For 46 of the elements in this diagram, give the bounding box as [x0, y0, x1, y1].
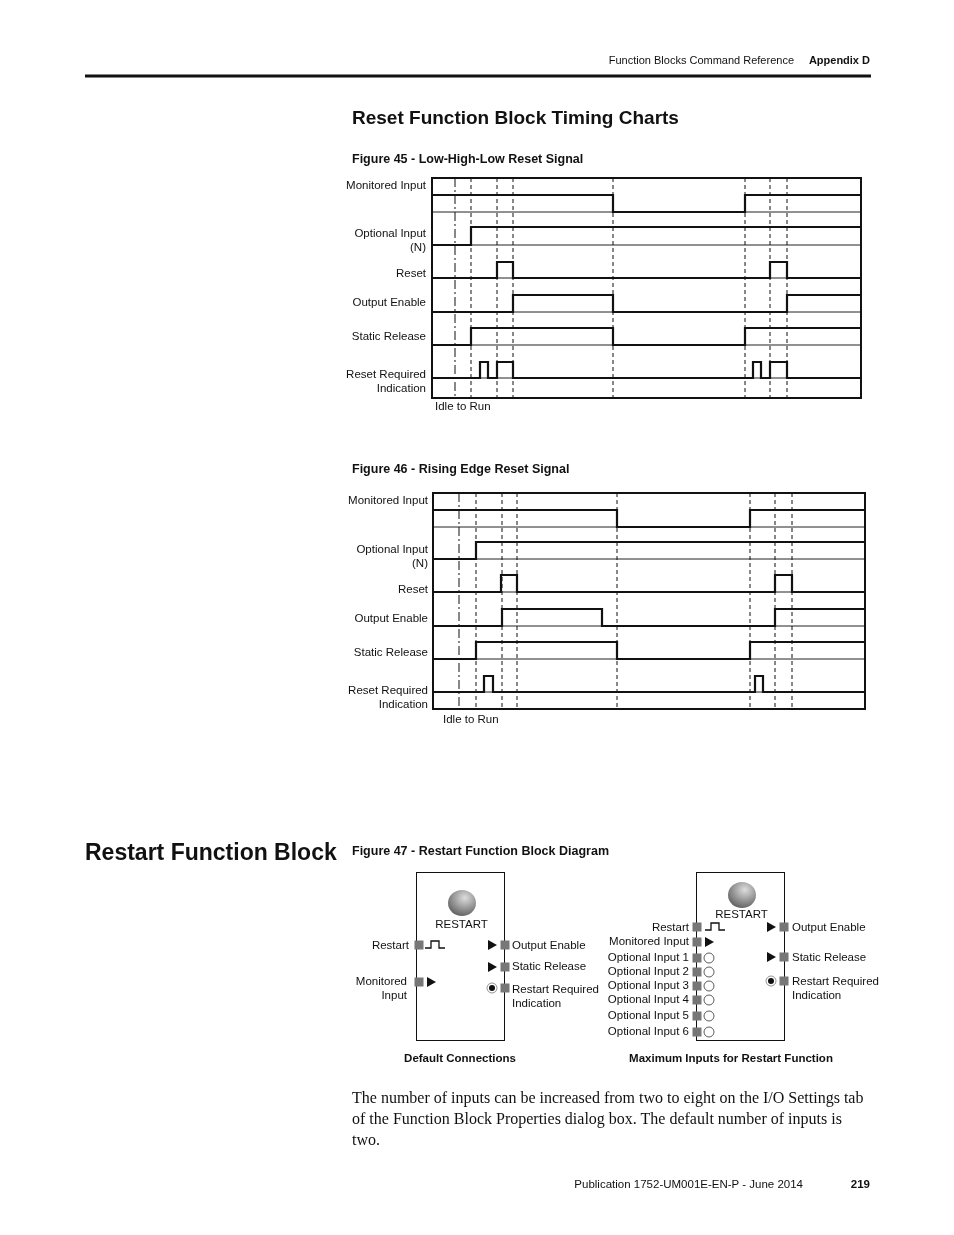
signal-label: Monitored Input: [346, 178, 426, 192]
running-header: Function Blocks Command Reference: [608, 52, 794, 68]
page-footer: Publication 1752-UM001E-EN-P - June 2014: [574, 1176, 803, 1192]
port-label: Static Release: [512, 959, 587, 973]
figure-caption: Maximum Inputs for Restart Function: [629, 1051, 833, 1065]
port-label: Optional Input 5: [607, 1008, 689, 1022]
signal-label: Static Release: [351, 329, 426, 343]
signal-label: Reset Required Indication: [347, 683, 428, 711]
port-label: Optional Input 3: [607, 978, 689, 992]
axis-note: Idle to Run: [443, 712, 499, 726]
port-label: Monitored Input: [609, 934, 689, 948]
signal-label: Optional Input (N): [353, 226, 426, 254]
port-label: Optional Input 4: [607, 992, 689, 1006]
signal-label: Reset Required Indication: [345, 367, 426, 395]
signal-label: Reset: [395, 266, 426, 280]
port-label: Restart Required Indication: [792, 974, 880, 1002]
body-paragraph: The number of inputs can be increased from two to eight on the I/O Settings tab of the Function Block Properties dialog box. The default number of inputs is two.: [352, 1087, 865, 1150]
page-number: 219: [850, 1176, 870, 1192]
signal-label: Monitored Input: [348, 493, 428, 507]
port-label: Output Enable: [512, 938, 586, 952]
axis-note: Idle to Run: [435, 399, 491, 413]
port-label: Restart Required Indication: [512, 982, 600, 1010]
port-label: Static Release: [792, 950, 867, 964]
port-label: Output Enable: [792, 920, 866, 934]
signal-label: Output Enable: [354, 611, 428, 625]
port-label: Restart: [651, 920, 689, 934]
figure-caption: Figure 47 - Restart Function Block Diagram: [352, 842, 609, 860]
function-block: [696, 872, 785, 1041]
signal-label: Reset: [397, 582, 428, 596]
section-heading: Restart Function Block: [85, 838, 337, 868]
block-title: RESTART: [715, 907, 768, 921]
running-header: Appendix D: [808, 52, 870, 68]
signal-label: Static Release: [353, 645, 428, 659]
port-label: Restart: [371, 938, 409, 952]
figure-caption: Default Connections: [404, 1051, 516, 1065]
function-block: [416, 872, 505, 1041]
port-label: Optional Input 2: [607, 964, 689, 978]
block-title: RESTART: [435, 917, 488, 931]
port-label: Optional Input 6: [607, 1024, 689, 1038]
port-label: Optional Input 1: [607, 950, 689, 964]
signal-label: Optional Input (N): [355, 542, 428, 570]
figure-caption: Figure 46 - Rising Edge Reset Signal: [352, 460, 570, 478]
figure-caption: Figure 45 - Low-High-Low Reset Signal: [352, 150, 584, 168]
signal-label: Output Enable: [352, 295, 426, 309]
port-label: Monitored Input: [354, 974, 407, 1002]
section-heading: Reset Function Block Timing Charts: [352, 105, 679, 130]
